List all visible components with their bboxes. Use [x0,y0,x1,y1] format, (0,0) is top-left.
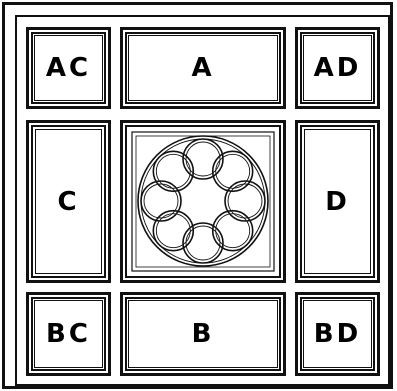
rosette-ring-inner-4 [216,214,250,248]
panel-d: D [295,120,380,283]
panel-a: A [120,27,286,109]
panel-d-label: D [295,120,380,283]
panel-c-label: C [26,120,111,283]
panel-ad: AD [295,27,380,109]
panel-bc-label: BC [26,292,111,376]
panel-bc: BC [26,292,111,376]
rosette-ring-inner-1 [186,142,220,176]
rosette-ring-inner-8 [156,154,190,188]
rosette-ring-inner-5 [186,226,220,260]
panel-center [120,120,286,283]
rosette-ring-inner-6 [156,214,190,248]
rosette-outer-ring [138,136,268,266]
rosette-icon [120,120,286,283]
rosette-ring-inner-2 [216,154,250,188]
panel-a-label: A [120,27,286,109]
panel-bd: BD [295,292,380,376]
rosette-ring-inner-3 [228,184,262,218]
panel-b-label: B [120,292,286,376]
panel-b: B [120,292,286,376]
panel-ad-label: AD [295,27,380,109]
panel-bd-label: BD [295,292,380,376]
panel-ac-label: AC [26,27,111,109]
rosette-ring-inner-7 [144,184,178,218]
panel-ac: AC [26,27,111,109]
rosette-inner-border [132,132,274,271]
panel-c: C [26,120,111,283]
